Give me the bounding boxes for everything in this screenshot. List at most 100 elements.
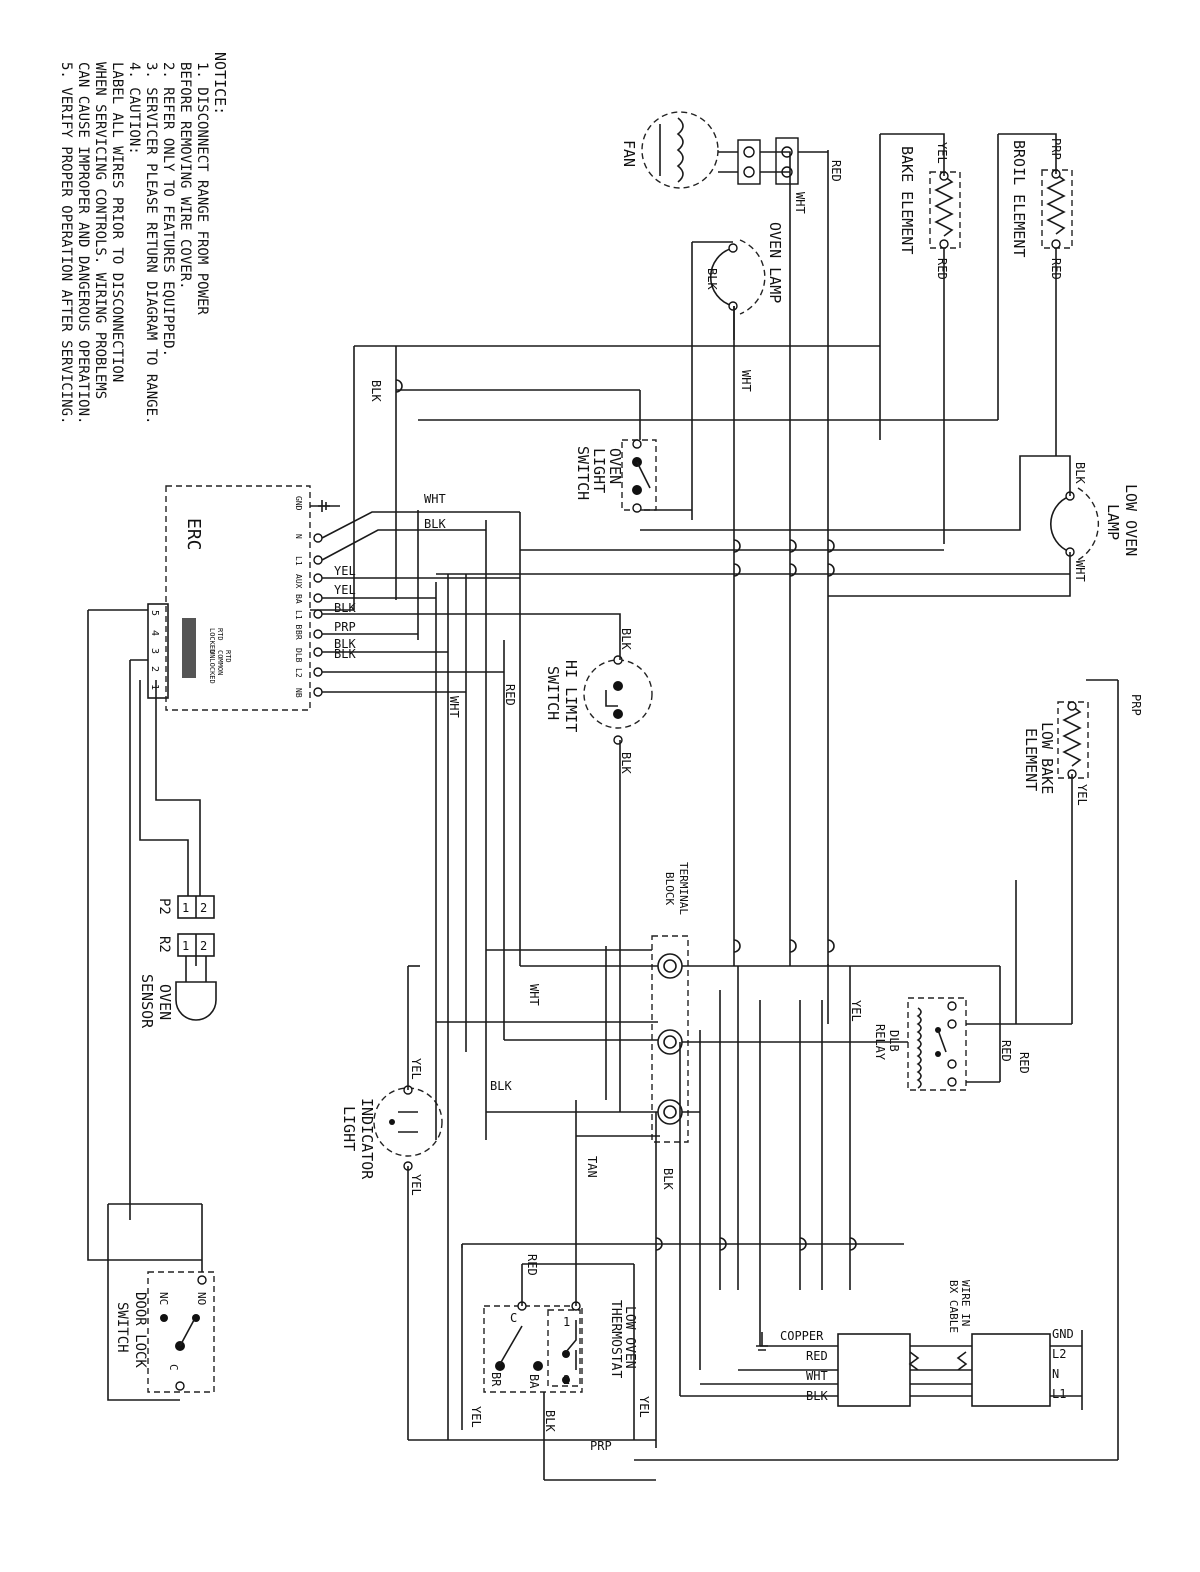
wire-label-yel: YEL xyxy=(334,583,356,597)
notice-line: LABEL ALL WIRES PRIOR TO DISCONNECTION xyxy=(109,62,125,382)
erc-terminal-label: BA xyxy=(294,594,303,604)
wire-label-blk: BLK xyxy=(334,637,356,651)
wire-label-red: RED xyxy=(829,160,843,182)
notice-line: 1. DISCONNECT RANGE FROM POWER xyxy=(194,62,210,315)
wire-label-yel: YEL xyxy=(409,1058,423,1080)
supply-wire: RED xyxy=(806,1349,828,1363)
wire-label-blk: BLK xyxy=(619,628,633,650)
p2-pin: 1 xyxy=(182,901,189,915)
erc-terminal-circles xyxy=(313,500,330,697)
low-oven-lamp-label: LAMP xyxy=(1104,504,1122,540)
hi-limit-switch: HI LIMIT SWITCH BLK BLK xyxy=(544,628,653,774)
wire-label-blk: BLK xyxy=(490,1079,512,1093)
wire-label-wht: WHT xyxy=(793,192,807,214)
r2-pin: 2 xyxy=(200,939,207,953)
erc-terminal-label: BR xyxy=(294,630,303,640)
notice-line: CAN CAUSE IMPROPER AND DANGEROUS OPERATI… xyxy=(75,62,91,424)
wire-label-yel: YEL xyxy=(409,1174,423,1196)
erc-label: ERC xyxy=(183,518,204,551)
erc-terminal-label: GND xyxy=(294,496,303,511)
low-bake-element-label: ELEMENT xyxy=(1022,728,1040,791)
door-term-c: C xyxy=(167,1364,180,1371)
wire-label-tan: TAN xyxy=(585,1156,599,1178)
notice-line: 2. REFER ONLY TO FEATURES EQUIPPED. xyxy=(160,62,176,357)
low-oven-thermostat: C BR BA 1 2 LOW OVEN THERMOSTAT RED YEL … xyxy=(469,1254,651,1453)
erc-terminal-label: NB xyxy=(294,688,303,698)
dlb-relay-label: DLB xyxy=(887,1030,901,1052)
p2-label: P2 xyxy=(156,898,172,915)
oven-light-switch-label: OVEN xyxy=(606,448,624,484)
wire-label-wht: WHT xyxy=(527,984,541,1006)
lock-label: RTD xyxy=(216,628,224,641)
erc-board: ERC GND N L1 AUX BA L1 B BR DLB L2 NB xyxy=(147,380,517,718)
supply-wire: WHT xyxy=(806,1369,828,1383)
indicator-light-label: INDICATOR xyxy=(358,1098,376,1180)
erc-terminal-label: L2 xyxy=(294,668,303,678)
wire-label-blk: BLK xyxy=(424,517,446,531)
low-bake-element: LOW BAKE ELEMENT PRP YEL xyxy=(1022,694,1143,806)
bake-element-label: BAKE ELEMENT xyxy=(898,146,916,254)
switch-term-ba: BA xyxy=(527,1374,541,1389)
fan: FAN xyxy=(620,111,761,189)
indicator-light-label: LIGHT xyxy=(340,1106,358,1151)
fan-label: FAN xyxy=(620,140,638,167)
wire-label-blk: BLK xyxy=(334,601,356,615)
lock-pin: 5 xyxy=(149,610,160,616)
wire-label-prp: PRP xyxy=(590,1439,612,1453)
wire-label-yel: YEL xyxy=(637,1396,651,1418)
p2-pin: 2 xyxy=(200,901,207,915)
wire-label-red: RED xyxy=(935,258,949,280)
terminal-block-label: BLOCK xyxy=(663,872,676,905)
wire-label-yel: YEL xyxy=(849,1000,863,1022)
broil-element-label: BROIL ELEMENT xyxy=(1010,140,1028,257)
thermostat-term-2: 2 xyxy=(563,1373,570,1387)
wire-label-prp: PRP xyxy=(334,620,356,634)
wire-label-wht: WHT xyxy=(447,696,461,718)
lock-label: RTD xyxy=(224,650,232,663)
erc-terminal-label: L1 B xyxy=(294,610,303,629)
low-bake-element-label: LOW BAKE xyxy=(1038,722,1056,794)
wire-label-blk: BLK xyxy=(369,380,383,402)
lock-pin: 3 xyxy=(149,648,160,654)
supply-terminal: L1 xyxy=(1052,1387,1066,1401)
hi-limit-switch-label: SWITCH xyxy=(544,666,562,720)
wires xyxy=(87,133,1119,1481)
oven-sensor-label: OVEN xyxy=(156,984,174,1020)
thermostat-term-1: 1 xyxy=(563,1315,570,1329)
wire-label-red: RED xyxy=(503,684,517,706)
low-oven-lamp: LOW OVEN LAMP BLK WHT xyxy=(1049,462,1140,582)
oven-lamp: OVEN LAMP WHT RED BLK WHT xyxy=(705,137,843,392)
wire-label-red: RED xyxy=(999,1040,1013,1062)
wire-label-blk: BLK xyxy=(661,1168,675,1190)
erc-terminal-label: DLB xyxy=(294,648,303,663)
erc-terminal-label: L1 xyxy=(294,556,303,566)
bake-element: BAKE ELEMENT YEL RED xyxy=(898,142,961,280)
dlb-relay: DLB RELAY RED RED YEL xyxy=(849,997,1031,1091)
notice-line: BEFORE REMOVING WIRE COVER. xyxy=(177,62,193,290)
wire-label-yel: YEL xyxy=(935,142,949,164)
indicator-light: INDICATOR LIGHT YEL YEL xyxy=(340,1058,443,1196)
door-lock-switch-label: DOOR LOCK xyxy=(132,1292,148,1368)
door-lock-switch: NO NC C DOOR LOCK SWITCH xyxy=(114,1271,215,1393)
lock-connector: 5 4 3 2 1 LOCKED RTD UNLOCKED COMMON RTD xyxy=(147,603,232,699)
erc-terminal-label: N xyxy=(294,534,303,539)
low-oven-lamp-label: LOW OVEN xyxy=(1122,484,1140,556)
notice-line: WHEN SERVICING CONTROLS. WIRING PROBLEMS xyxy=(92,62,108,399)
wire-label-wht: WHT xyxy=(424,492,446,506)
door-lock-switch-label: SWITCH xyxy=(114,1302,130,1353)
oven-sensor: 2 1 P2 2 1 R2 OVEN SENSOR xyxy=(138,895,217,1029)
switch-term-c: C xyxy=(510,1311,517,1325)
wire-label-yel: YEL xyxy=(469,1406,483,1428)
notice-block: NOTICE: 1. DISCONNECT RANGE FROM POWER B… xyxy=(58,52,229,424)
wire-label-blk: BLK xyxy=(705,268,719,290)
wire-label-prp: PRP xyxy=(1129,694,1143,716)
bx-cable: WIRE IN BX CABLE COPPER RED WHT BLK GND … xyxy=(756,1280,1074,1407)
erc-terminal-label: AUX xyxy=(294,574,303,589)
notice-line: 4. CAUTION: xyxy=(126,62,142,155)
erc-terminals: GND N L1 AUX BA L1 B BR DLB L2 NB xyxy=(294,496,303,698)
wire-label-red: RED xyxy=(1017,1052,1031,1074)
notice-title: NOTICE: xyxy=(211,52,229,115)
lock-pin: 2 xyxy=(149,666,160,672)
lock-label: LOCKED xyxy=(208,628,216,653)
